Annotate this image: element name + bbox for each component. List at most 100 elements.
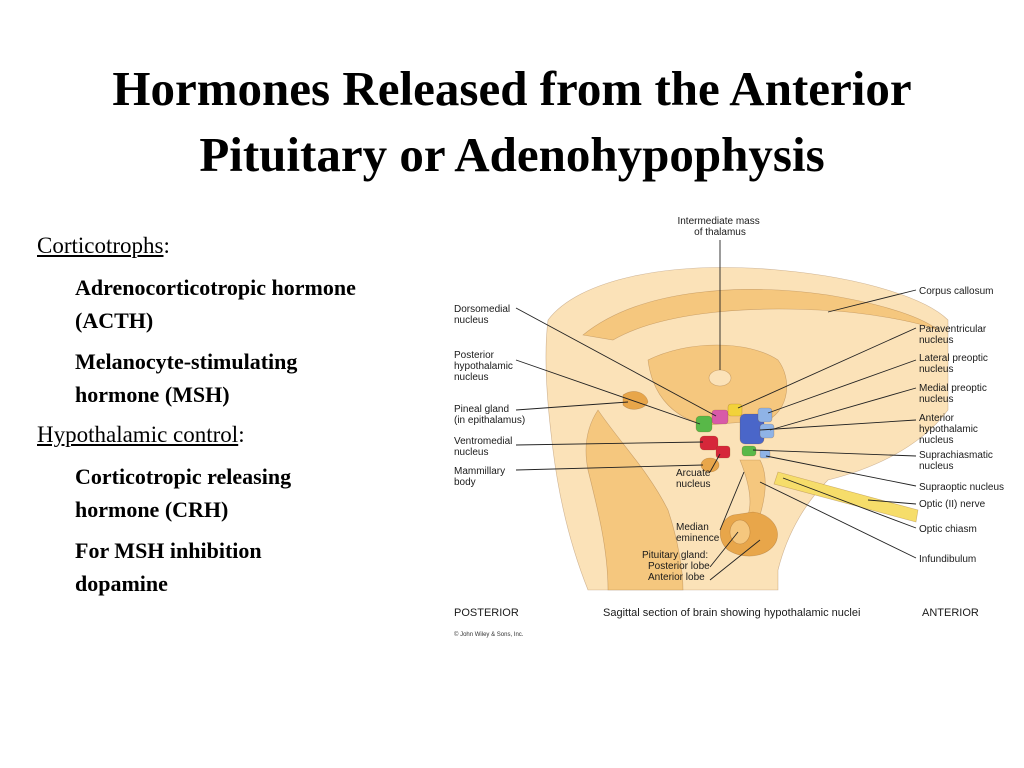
- heading-text: Hypothalamic control: [37, 422, 239, 447]
- label-line: Mammillary: [454, 466, 505, 477]
- bullet-item-dopamine: For MSH inhibition dopamine: [37, 534, 447, 600]
- leader-corpus-callosum: [827, 289, 917, 313]
- item-line-2: dopamine: [75, 571, 168, 596]
- leader-arcuate: [709, 453, 721, 473]
- label-line: eminence: [676, 533, 720, 544]
- pineal-gland-shape: [622, 391, 649, 410]
- label-line: nucleus: [454, 372, 488, 383]
- leader-optic-chiasm: [782, 477, 917, 529]
- label-optic-chiasm: Optic chiasm: [919, 524, 977, 535]
- label-optic-nerve: Optic (II) nerve: [919, 499, 986, 510]
- label-line: Anterior: [919, 413, 955, 424]
- bullet-list: Corticotrophs: Adrenocorticotropic hormo…: [37, 230, 447, 608]
- label-line: of thalamus: [694, 227, 746, 238]
- leader-pineal: [515, 401, 629, 411]
- label-corpus-callosum: Corpus callosum: [919, 286, 993, 297]
- leader-median-eminence: [719, 471, 745, 531]
- item-line-1: Melanocyte-stimulating: [75, 349, 298, 374]
- label-lateral-preoptic-nucleus: Lateral preoptic nucleus: [919, 353, 991, 375]
- slide-title-line-1: Hormones Released from the Anterior: [112, 61, 912, 116]
- label-line: Posterior: [454, 350, 495, 361]
- leader-dorsomedial: [515, 307, 717, 417]
- label-line: Optic chiasm: [919, 524, 977, 535]
- nucleus-ventromedial: [699, 435, 719, 451]
- label-line: Intermediate mass: [677, 216, 759, 227]
- caption-center: Sagittal section of brain showing hypoth…: [603, 607, 860, 619]
- leader-anterior-lobe: [709, 539, 761, 581]
- nucleus-lateral-preoptic: [757, 407, 773, 423]
- label-line: Medial preoptic: [919, 383, 987, 394]
- label-line: Pineal gland: [454, 404, 509, 415]
- caption-posterior: POSTERIOR: [454, 607, 519, 619]
- bullet-heading-hypothalamic-control: Hypothalamic control:: [37, 419, 447, 450]
- nucleus-posterior-hypothalamic: [695, 415, 713, 433]
- label-line: (in epithalamus): [454, 415, 525, 426]
- label-line: Pituitary gland:: [642, 550, 708, 561]
- label-line: Lateral preoptic: [919, 353, 988, 364]
- nucleus-dorsomedial: [711, 409, 729, 425]
- nucleus-medial-preoptic: [759, 423, 775, 439]
- nucleus-paraventricular: [727, 403, 743, 417]
- brain-figure: Intermediate mass of thalamus Dorsomedia…: [448, 210, 1008, 650]
- slide-title-line-2: Pituitary or Adenohypophysis: [199, 127, 825, 182]
- intermediate-mass: [708, 369, 732, 387]
- heading-colon: :: [238, 422, 245, 447]
- leader-mammillary: [515, 464, 704, 471]
- bullet-heading-corticotrophs: Corticotrophs:: [37, 230, 447, 261]
- label-line: nucleus: [919, 435, 953, 446]
- label-line: nucleus: [454, 315, 488, 326]
- label-line: nucleus: [454, 447, 488, 458]
- leader-posterior-lobe: [709, 531, 739, 568]
- brain-sagittal-diagram: Intermediate mass of thalamus Dorsomedia…: [454, 216, 1004, 638]
- label-line: nucleus: [919, 364, 953, 375]
- label-line: Corpus callosum: [919, 286, 993, 297]
- label-median-eminence: Median eminence: [676, 522, 720, 544]
- leader-supraoptic: [765, 455, 917, 487]
- label-anterior-hypothalamic-nucleus: Anterior hypothalamic nucleus: [919, 413, 981, 446]
- bullet-item-crh: Corticotropic releasing hormone (CRH): [37, 460, 447, 526]
- label-line: Supraoptic nucleus: [919, 482, 1004, 493]
- leader-paraventricular: [737, 327, 917, 409]
- corpus-callosum-shape: [582, 289, 939, 341]
- heading-colon: :: [163, 233, 170, 258]
- item-line-2: hormone (MSH): [75, 382, 230, 407]
- label-line: Dorsomedial: [454, 304, 510, 315]
- label-posterior-hypothalamic-nucleus: Posterior hypothalamic nucleus: [454, 350, 516, 383]
- bullet-item-acth: Adrenocorticotropic hormone (ACTH): [37, 271, 447, 337]
- label-line: Optic (II) nerve: [919, 499, 986, 510]
- label-pineal-gland: Pineal gland (in epithalamus): [454, 404, 525, 426]
- label-line: nucleus: [919, 335, 953, 346]
- item-line-2: hormone (CRH): [75, 497, 229, 522]
- label-line: Posterior lobe: [648, 561, 710, 572]
- heading-text: Corticotrophs: [37, 233, 164, 258]
- leader-medial-preoptic: [769, 387, 917, 431]
- label-mammillary-body: Mammillary body: [454, 466, 508, 488]
- label-ventromedial-nucleus: Ventromedial nucleus: [454, 436, 515, 458]
- label-pituitary-gland: Pituitary gland: Posterior lobe Anterior…: [642, 550, 712, 583]
- label-line: Median: [676, 522, 709, 533]
- optic-nerve-shape: [773, 471, 919, 523]
- label-line: nucleus: [919, 394, 953, 405]
- label-line: Infundibulum: [919, 554, 976, 565]
- midbrain-stem: [585, 409, 684, 591]
- label-line: Anterior lobe: [648, 572, 705, 583]
- label-line: Arcuate: [676, 468, 711, 479]
- leader-lateral-preoptic: [767, 359, 917, 414]
- label-paraventricular-nucleus: Paraventricular nucleus: [919, 324, 989, 346]
- leader-optic-nerve: [867, 499, 917, 505]
- item-line-1: Adrenocorticotropic hormone: [75, 275, 356, 300]
- item-line-1: For MSH inhibition: [75, 538, 262, 563]
- label-line: hypothalamic: [454, 361, 513, 372]
- bullet-item-msh: Melanocyte-stimulating hormone (MSH): [37, 345, 447, 411]
- leader-suprachiasmatic: [752, 449, 917, 457]
- leader-posterior-hypothalamic: [515, 359, 701, 425]
- label-arcuate-nucleus: Arcuate nucleus: [676, 468, 713, 490]
- label-suprachiasmatic-nucleus: Suprachiasmatic nucleus: [919, 450, 996, 472]
- label-infundibulum: Infundibulum: [919, 554, 976, 565]
- label-line: body: [454, 477, 476, 488]
- item-line-1: Corticotropic releasing: [75, 464, 292, 489]
- label-intermediate-mass: Intermediate mass of thalamus: [677, 216, 762, 238]
- item-line-2: (ACTH): [75, 308, 154, 333]
- nucleus-suprachiasmatic: [741, 445, 757, 457]
- slide-title: Hormones Released from the Anterior Pitu…: [20, 56, 1004, 188]
